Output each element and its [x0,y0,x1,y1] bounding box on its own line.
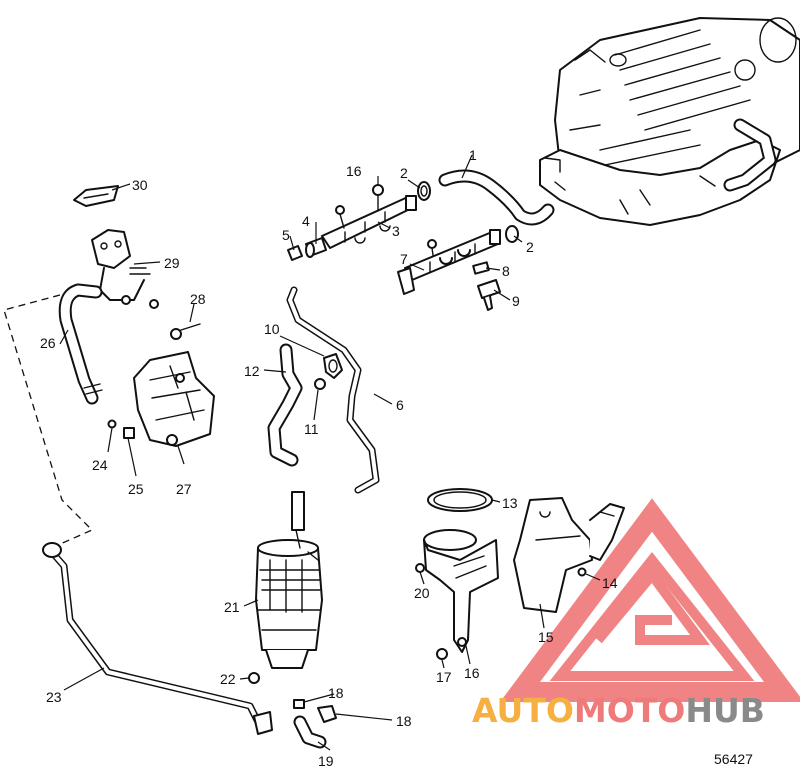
callout-10: 10 [264,321,280,337]
watermark-triangle-outer [500,498,800,702]
bracket-29 [91,229,159,309]
callout-16a: 16 [346,163,362,179]
watermark-text-moto: MOTO [574,691,685,730]
callout-8: 8 [502,263,510,279]
watermark-text: AUTOMOTOHUB [472,691,765,730]
callout-23: 23 [46,689,62,705]
clip-14 [577,503,625,577]
callout-1: 1 [469,147,477,163]
watermark-text-auto: AUTO [472,691,574,730]
hose-26 [58,283,103,405]
bolt-22 [248,672,260,684]
watermark-g-mark [594,566,710,645]
watermark-triangle-inner [549,551,755,681]
engine-manifold-lower [539,139,781,226]
callout-13: 13 [502,495,518,511]
hose-clamp-2a [417,181,431,201]
callout-4: 4 [302,213,310,229]
injector-9 [477,279,501,311]
heat-shield-15 [513,497,593,613]
callout-16b: 16 [464,665,480,681]
fitting-4 [305,237,327,258]
fuel-rail-right-7 [397,229,501,295]
callout-19: 19 [318,753,334,769]
fitting-8 [472,261,490,275]
callout-15: 15 [538,629,554,645]
callout-5: 5 [282,227,290,243]
callout-7: 7 [400,251,408,267]
figure-number: 56427 [714,751,753,767]
svg-text:AUTOMOTOHUB: AUTOMOTOHUB [472,691,765,730]
fuel-rail-left-3 [321,195,417,249]
engine-assembly [539,17,800,226]
engine-fins [599,29,751,166]
callout-21: 21 [224,599,240,615]
callout-26: 26 [40,335,56,351]
bolt-28 [170,323,201,340]
leader-lines [59,154,601,751]
callout-14: 14 [602,575,618,591]
bracket-16-lower [423,529,499,653]
callout-24: 24 [92,457,108,473]
fuel-hose-1 [438,169,555,226]
clamp-10 [323,353,343,379]
cap-5 [287,245,303,261]
callout-labels: 1 2 2 3 4 5 6 7 8 9 10 11 12 13 14 15 16… [40,147,618,769]
hose-12 [267,343,303,467]
clip-25 [123,427,135,439]
hose-clamp-2b [505,225,519,243]
callout-11: 11 [304,421,319,437]
callout-2a: 2 [400,165,408,181]
cover-30 [73,185,119,207]
engine-details [569,17,797,131]
callout-17: 17 [436,669,452,685]
callout-18b: 18 [396,713,412,729]
callout-6: 6 [396,397,404,413]
callout-28: 28 [190,291,206,307]
dashed-connection [3,294,94,546]
bolt-16-top [372,184,384,211]
fitting-18-upper [293,699,305,709]
screw-24 [107,419,117,429]
callout-12: 12 [244,363,260,379]
hose-23 [42,542,273,735]
bolt-20 [415,563,425,573]
vent-line-6 [286,286,380,494]
bracket-27 [133,351,215,447]
nut-17 [436,648,448,660]
callout-22: 22 [220,671,236,687]
callout-9: 9 [512,293,520,309]
engine-mount-brackets [544,157,716,215]
watermark-text-hub: HUB [685,691,765,730]
callout-27: 27 [176,481,192,497]
fuel-module-21 [255,491,323,669]
callout-3: 3 [392,223,400,239]
watermark-logo [500,498,800,702]
callout-2b: 2 [526,239,534,255]
hose-19 [293,715,327,749]
callout-25: 25 [128,481,144,497]
seal-ring-13 [427,488,493,512]
callout-30: 30 [132,177,148,193]
clamp-18-lower [317,705,337,723]
callout-20: 20 [414,585,430,601]
callout-29: 29 [164,255,180,271]
nut-11 [314,378,326,390]
callout-18a: 18 [328,685,344,701]
